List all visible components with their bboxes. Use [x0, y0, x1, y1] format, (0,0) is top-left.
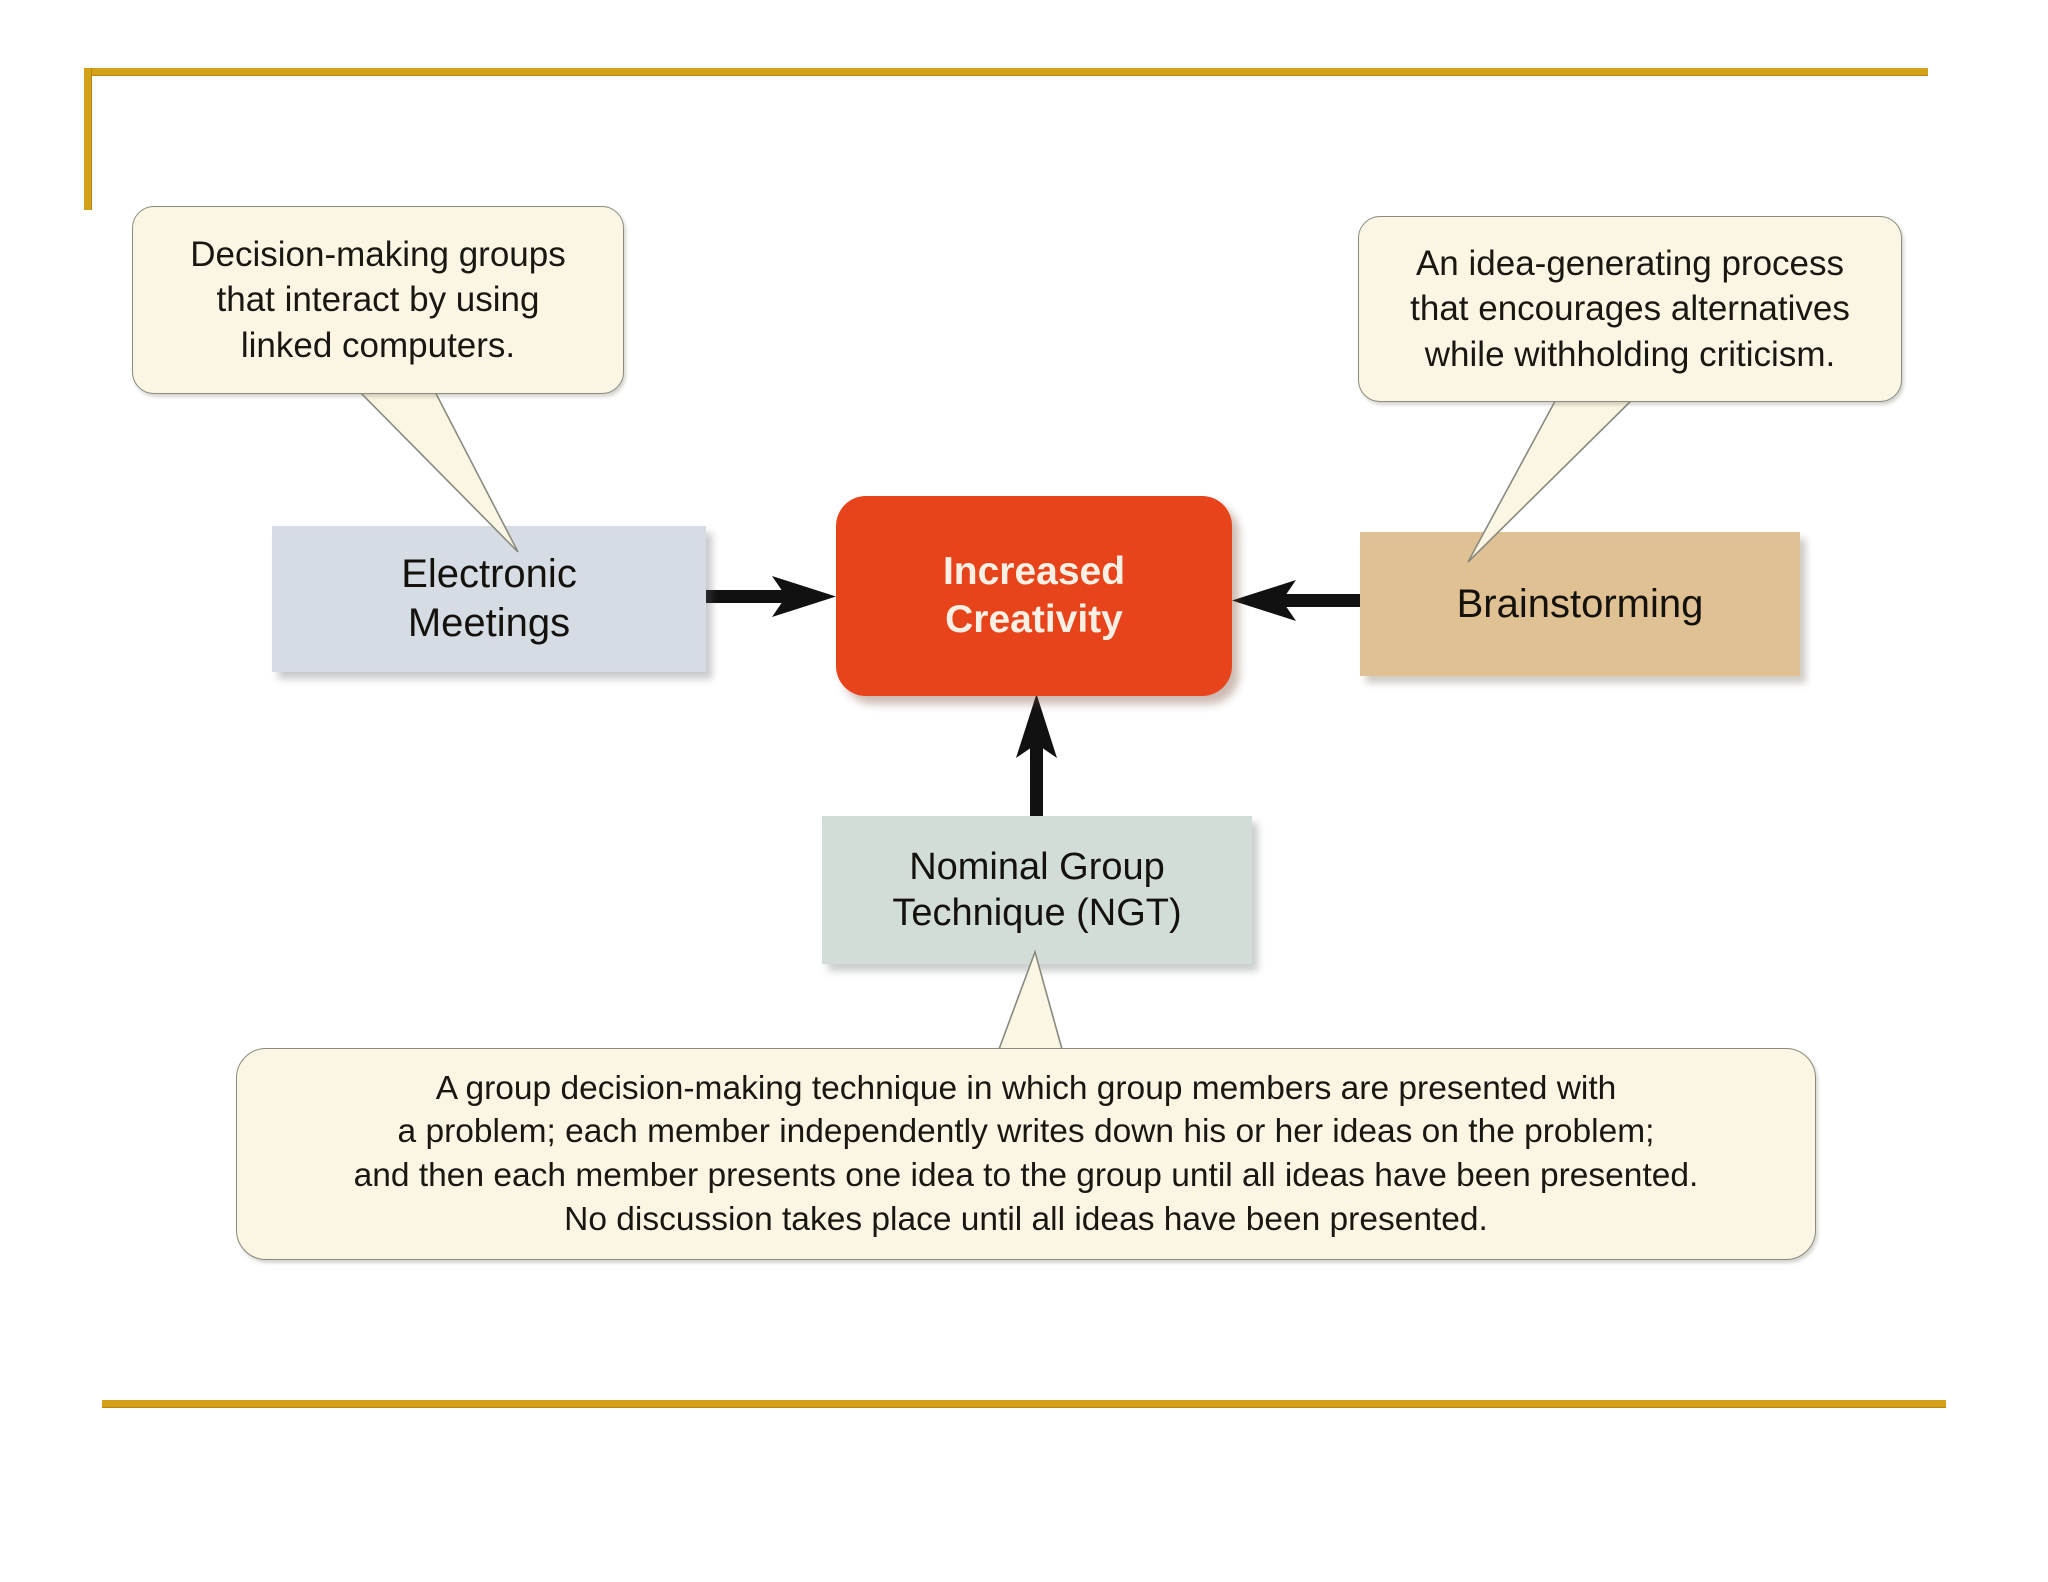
callout-nominal-group-technique-text: A group decision-making technique in whi…	[353, 1069, 1699, 1238]
gold-rule-top	[84, 68, 1928, 76]
box-electronic-meetings-label: Electronic Meetings	[401, 552, 577, 645]
box-increased-creativity-label: Increased Creativity	[942, 550, 1126, 641]
callout-brainstorming: An idea-generating process that encourag…	[1358, 216, 1902, 402]
gold-rule-left	[84, 68, 92, 210]
arrow-brainstorming-to-creativity	[1232, 580, 1364, 621]
callout-brainstorming-text: An idea-generating process that encourag…	[1410, 243, 1850, 374]
box-nominal-group-technique[interactable]: Nominal Group Technique (NGT)	[822, 816, 1252, 964]
gold-rule-bottom	[102, 1400, 1946, 1408]
callout-nominal-group-technique: A group decision-making technique in whi…	[236, 1048, 1816, 1260]
box-increased-creativity[interactable]: Increased Creativity	[836, 496, 1232, 696]
box-brainstorming-label: Brainstorming	[1456, 581, 1704, 626]
callout-electronic-meetings: Decision-making groups that interact by …	[132, 206, 624, 394]
box-nominal-group-technique-label: Nominal Group Technique (NGT)	[892, 845, 1182, 934]
box-electronic-meetings[interactable]: Electronic Meetings	[272, 526, 706, 672]
callout-electronic-meetings-text: Decision-making groups that interact by …	[190, 234, 566, 365]
arrow-ngt-to-creativity	[1016, 694, 1057, 826]
box-brainstorming[interactable]: Brainstorming	[1360, 532, 1800, 676]
arrow-electronic-meetings-to-creativity	[704, 576, 836, 617]
